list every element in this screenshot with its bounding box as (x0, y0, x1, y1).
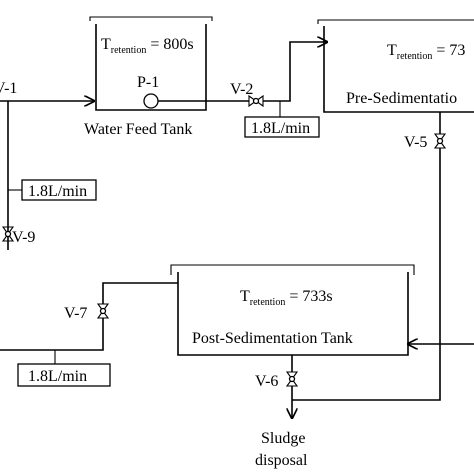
v7-discharge-line (0, 318, 104, 351)
valve-v9 (1, 226, 15, 242)
flow-rate-v2: 1.8L/min (251, 120, 310, 137)
water-feed-tank-retention-label: Tretention= 800s (101, 36, 194, 56)
valve-v6-label: V-6 (255, 373, 278, 390)
pre-sed-tank-walls (323, 26, 474, 113)
pre-sed-inlet-line (263, 42, 327, 102)
flow-rate-v7: 1.8L/min (28, 368, 87, 385)
post-sed-tank-label: Post-Sedimentation Tank (192, 330, 353, 347)
water-feed-tank-rim (89, 16, 213, 21)
valve-v7-label: V-7 (64, 305, 87, 322)
flow-rate-box-v2 (244, 116, 320, 138)
water-feed-tank-walls (95, 24, 207, 111)
pump-label: P-1 (137, 74, 159, 91)
valve-v5-label: V-5 (404, 134, 427, 151)
post-sed-retention-label: Tretention= 733s (240, 288, 333, 308)
water-feed-tank-label: Water Feed Tank (84, 121, 192, 138)
pump-icon (143, 93, 159, 109)
post-sedimentation-tank: Tretention= 733s Post-Sedimentation Tank (170, 264, 415, 356)
sludge-label-line1: Sludge (261, 430, 305, 447)
valve-v5 (433, 133, 447, 149)
pre-sed-drain-line (292, 148, 441, 401)
water-feed-tank: Tretention= 800s Water Feed Tank (84, 16, 213, 138)
post-sed-tank-rim (170, 264, 415, 275)
sludge-label-line2: disposal (255, 452, 308, 469)
valve-v7 (96, 303, 110, 319)
valve-v2-label: V-2 (230, 81, 253, 98)
flow-rate-box-v9 (21, 179, 97, 201)
post-sed-tank-walls (177, 272, 409, 356)
valve-v1-label: V-1 (0, 80, 17, 97)
valve-v6 (285, 371, 299, 387)
pre-sed-retention-label: Tretention= 73 (387, 42, 465, 62)
pre-sedimentation-tank: Tretention= 73 Pre-Sedimentatio (317, 19, 474, 113)
pre-sed-tank-label: Pre-Sedimentatio (346, 90, 457, 107)
flow-rate-v9: 1.8L/min (28, 183, 87, 200)
pump-p1: P-1 (137, 74, 159, 109)
valve-v9-label: V-9 (12, 229, 35, 246)
valve-v2 (248, 94, 264, 108)
flow-rate-box-v7 (17, 363, 111, 387)
post-sed-outlet-line (102, 282, 178, 304)
pre-sed-tank-rim (317, 19, 474, 24)
